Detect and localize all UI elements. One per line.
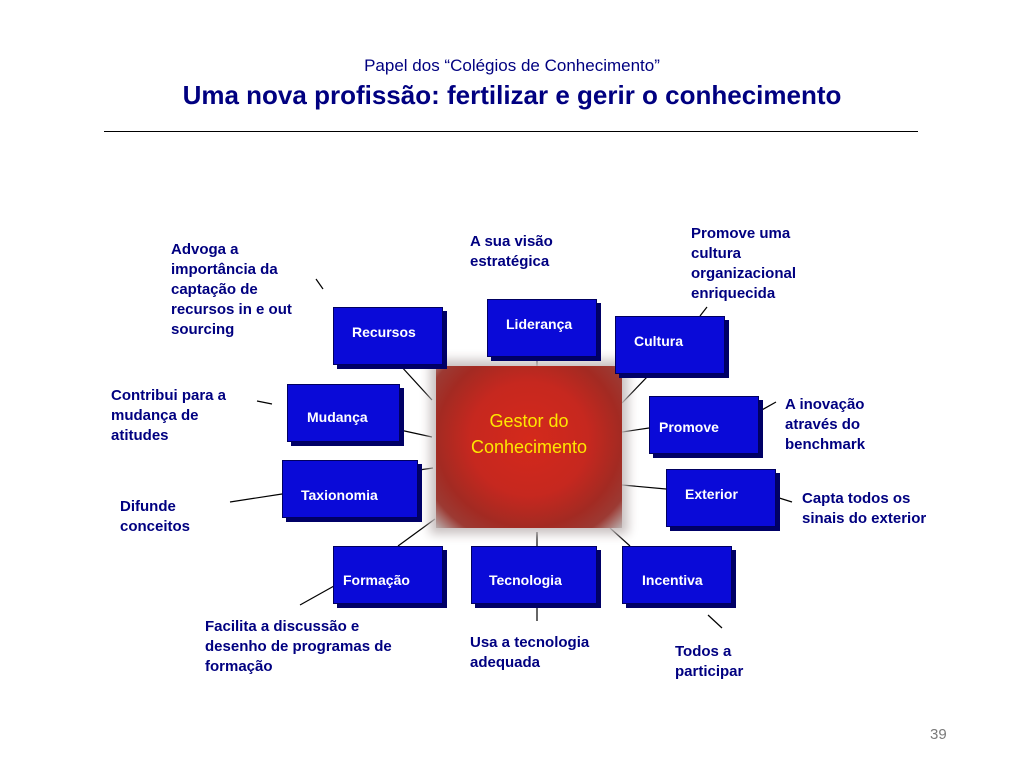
box-tecnologia: Tecnologia	[471, 546, 597, 604]
slide-subtitle: Papel dos “Colégios de Conhecimento”	[364, 56, 660, 75]
box-mudanca: Mudança	[287, 384, 400, 442]
box-cultura: Cultura	[615, 316, 725, 374]
note-tecnologia: Usa a tecnologia adequada	[470, 634, 590, 671]
connector-incentiva-center	[609, 527, 631, 547]
note-cultura: Promove uma cultura organizacional enriq…	[691, 225, 797, 302]
connector-formacao-note	[299, 585, 335, 606]
box-cultura-label: Cultura	[634, 333, 683, 349]
slide-title: Uma nova profissão: fertilizar e gerir o…	[182, 80, 842, 110]
box-lideranca-label: Liderança	[506, 316, 573, 332]
connector-promove-note	[759, 401, 777, 412]
connector-formacao-center	[397, 518, 436, 547]
connector-promove-center	[621, 427, 650, 433]
box-lideranca: Liderança	[487, 299, 597, 357]
hub-label: Gestor do Conhecimento	[436, 408, 622, 460]
note-taxionomia: Difunde conceitos	[120, 498, 191, 535]
note-exterior: Capta todos os sinais do exterior	[802, 490, 927, 527]
connector-recursos-note	[315, 278, 324, 290]
title-underline	[104, 131, 918, 132]
note-recursos: Advoga a importância da captação de recu…	[171, 241, 292, 338]
box-exterior-label: Exterior	[685, 486, 738, 502]
connector-cultura-note	[699, 306, 708, 317]
box-formacao-label: Formação	[343, 572, 410, 588]
box-formacao: Formação	[333, 546, 443, 604]
note-mudanca: Contribui para a mudança de atitudes	[111, 387, 227, 444]
box-taxionomia: Taxionomia	[282, 460, 418, 518]
box-promove: Promove	[649, 396, 759, 454]
note-incentiva: Todos a participar	[675, 643, 744, 680]
page-number: 39	[930, 726, 947, 743]
hub-label-line1: Gestor do	[489, 411, 569, 431]
box-incentiva-label: Incentiva	[642, 572, 703, 588]
connector-mudanca-center	[399, 429, 433, 438]
connector-mudanca-note	[256, 400, 273, 405]
connector-recursos-center	[399, 364, 433, 401]
box-mudanca-label: Mudança	[307, 409, 368, 425]
connector-exterior-note	[775, 496, 793, 503]
box-taxionomia-label: Taxionomia	[301, 487, 378, 503]
connector-taxionomia-note	[229, 493, 283, 503]
box-incentiva: Incentiva	[622, 546, 732, 604]
note-promove: A inovação através do benchmark	[785, 396, 866, 453]
box-promove-label: Promove	[659, 419, 719, 435]
connector-incentiva-note	[707, 614, 723, 629]
note-formacao: Facilita a discussão e desenho de progra…	[205, 618, 392, 675]
knowledge-manager-hub: Gestor do Conhecimento	[436, 366, 622, 528]
box-tecnologia-label: Tecnologia	[489, 572, 562, 588]
box-exterior: Exterior	[666, 469, 776, 527]
box-recursos-label: Recursos	[352, 324, 416, 340]
connector-cultura-center	[621, 375, 649, 404]
connector-taxionomia-center	[418, 467, 434, 471]
hub-label-line2: Conhecimento	[470, 437, 588, 457]
note-lideranca: A sua visão estratégica	[470, 233, 553, 270]
connector-exterior-center	[621, 484, 667, 490]
box-recursos: Recursos	[333, 307, 443, 365]
